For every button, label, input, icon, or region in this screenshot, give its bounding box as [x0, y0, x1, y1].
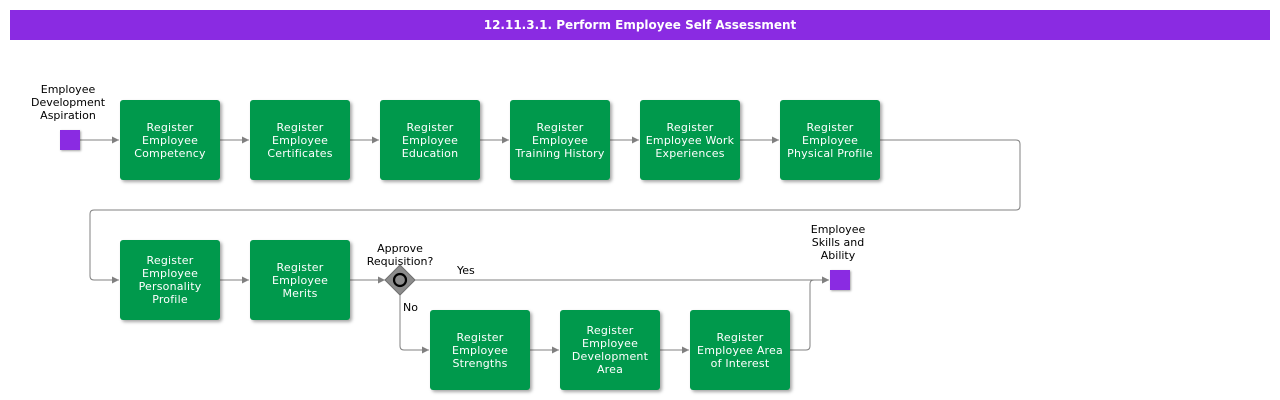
- end-event-label: Employee Skills and Ability: [810, 223, 866, 262]
- task-register-employee-work-experiences[interactable]: Register Employee Work Experiences: [640, 100, 740, 180]
- gateway-label: Approve Requisition?: [366, 242, 434, 268]
- task-register-employee-strengths[interactable]: Register Employee Strengths: [430, 310, 530, 390]
- task-register-employee-area-of-interest[interactable]: Register Employee Area of Interest: [690, 310, 790, 390]
- task-register-employee-certificates[interactable]: Register Employee Certificates: [250, 100, 350, 180]
- start-event-label: Employee Development Aspiration: [30, 83, 106, 122]
- task-register-employee-competency[interactable]: Register Employee Competency: [120, 100, 220, 180]
- task-register-employee-education[interactable]: Register Employee Education: [380, 100, 480, 180]
- end-event: [830, 270, 850, 290]
- gateway-no-label: No: [403, 301, 418, 314]
- task-register-employee-merits[interactable]: Register Employee Merits: [250, 240, 350, 320]
- flow-gateway-no-to-strengths: [399, 295, 429, 354]
- gateway-yes-label: Yes: [457, 264, 475, 277]
- task-register-employee-development-area[interactable]: Register Employee Development Area: [560, 310, 660, 390]
- diagram-title: 12.11.3.1. Perform Employee Self Assessm…: [10, 10, 1270, 40]
- task-register-employee-personality-profile[interactable]: Register Employee Personality Profile: [120, 240, 220, 320]
- flow-interest-to-end: [790, 276, 829, 351]
- task-register-employee-physical-profile[interactable]: Register Employee Physical Profile: [780, 100, 880, 180]
- task-register-employee-training-history[interactable]: Register Employee Training History: [510, 100, 610, 180]
- start-event: [60, 130, 80, 150]
- flow-physical-to-personality: [89, 139, 1021, 284]
- decision-gateway: [384, 264, 416, 296]
